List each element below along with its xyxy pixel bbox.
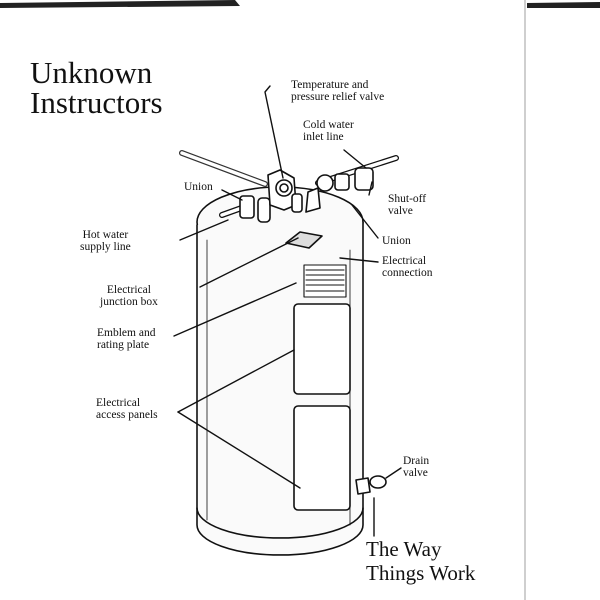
access-panel-upper [293, 303, 351, 395]
footer-line-2: Things Work [366, 561, 476, 585]
label-emblem-rating-plate-line-2: rating plate [97, 339, 150, 351]
heading-line-2: Instructors [30, 85, 163, 120]
footer-line-1: The Way [366, 537, 442, 561]
label-hot-water-supply-line-2: supply line [80, 241, 131, 253]
label-hot-water-supply: Hot water supply line [80, 229, 131, 253]
label-cold-water-inlet-line-2: inlet line [303, 131, 344, 143]
diagram-footer: The Way Things Work [366, 537, 475, 585]
hot-water-pipe [179, 150, 271, 223]
label-drain-valve-line-2: valve [403, 467, 428, 479]
label-junction-box-line-2: junction box [100, 296, 158, 308]
label-cold-water-inlet: Cold water inlet line [303, 119, 354, 143]
heading-line-1: Unknown [30, 55, 153, 90]
label-temp-relief-valve-line-2: pressure relief valve [291, 91, 385, 103]
label-hot-water-supply-line-1: Hot water [82, 229, 129, 241]
label-union-right: Union [382, 235, 411, 247]
label-drain-valve: Drain valve [403, 455, 429, 479]
label-electrical-connection: Electrical connection [382, 255, 432, 279]
label-electrical-connection-line-1: Electrical [382, 255, 427, 267]
label-access-panels-line-2: access panels [96, 409, 158, 421]
scan-edge-top-right [527, 2, 600, 8]
label-drain-valve-line-1: Drain [403, 455, 430, 467]
drain-valve [355, 475, 387, 495]
junction-box [285, 231, 323, 249]
label-access-panels-line-1: Electrical [96, 397, 141, 409]
label-emblem-rating-plate: Emblem and rating plate [97, 327, 155, 351]
label-temp-relief-valve: Temperature and pressure relief valve [291, 79, 384, 103]
label-temp-relief-valve-line-1: Temperature and [291, 79, 369, 91]
label-union-left: Union [184, 181, 213, 193]
label-emblem-rating-plate-line-1: Emblem and [97, 327, 156, 339]
scan-edge-top-left [0, 0, 240, 8]
cold-water-inlet [305, 155, 399, 213]
label-junction-box-line-1: Electrical [106, 284, 151, 296]
label-access-panels: Electrical access panels [96, 397, 158, 421]
label-shutoff-valve-line-2: valve [388, 205, 413, 217]
label-electrical-connection-line-2: connection [382, 267, 433, 279]
label-cold-water-inlet-line-1: Cold water [303, 119, 354, 131]
electrical-connection-grille [303, 264, 347, 298]
label-shutoff-valve-line-1: Shut-off [388, 193, 427, 205]
label-junction-box: Electrical junction box [100, 284, 158, 308]
relief-valve [267, 169, 303, 213]
access-panel-lower [293, 405, 351, 511]
diagram-heading: Unknown Instructors [30, 55, 163, 120]
leader-lines [173, 85, 402, 537]
label-shutoff-valve: Shut-off valve [388, 193, 426, 217]
